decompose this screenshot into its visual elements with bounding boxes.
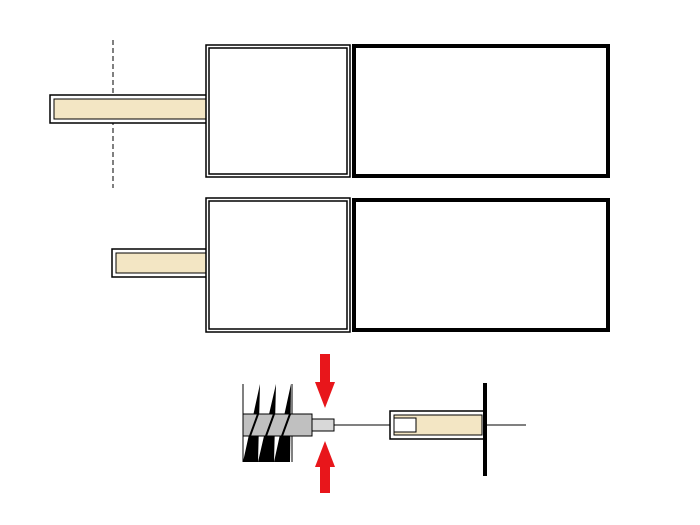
middle-left-chamber [208,200,348,330]
down-arrow-icon [315,354,335,408]
top-left-chamber-outer [205,44,351,178]
bottom-assembly [242,354,526,493]
spring-pin [311,418,335,432]
up-arrow-icon [315,441,335,493]
top-rod [53,98,207,120]
mounting-wall [483,383,487,476]
middle-rod [115,252,207,274]
top-left-chamber [208,47,348,175]
middle-left-chamber-outer [205,197,351,333]
top-assembly [49,40,610,188]
spring-coils-front [249,413,291,437]
top-right-chamber [352,44,610,178]
middle-right-chamber [352,198,610,332]
middle-assembly [111,197,610,333]
receiver-socket [393,417,417,433]
